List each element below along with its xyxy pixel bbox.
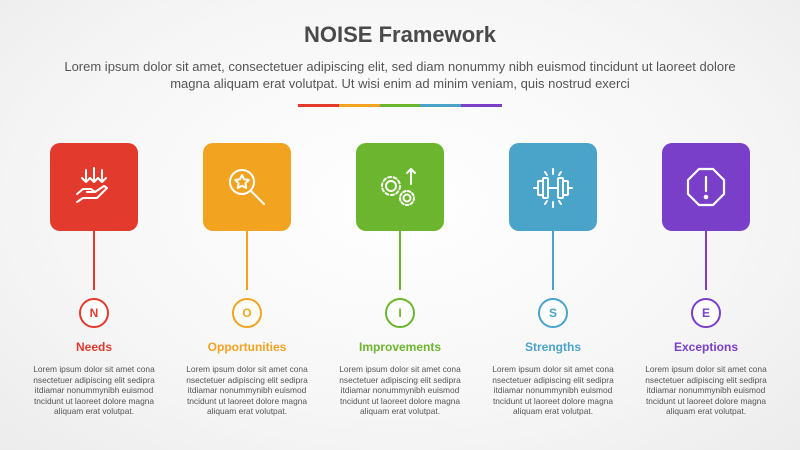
divider-segment-red (298, 104, 339, 107)
improvements-icon-box (356, 143, 444, 231)
page-title: NOISE Framework (304, 22, 496, 47)
exceptions-label: Exceptions (673, 340, 739, 354)
exceptions-letter-badge: E (691, 298, 721, 328)
strengths-connector (552, 231, 554, 290)
improvements-connector (399, 231, 401, 290)
divider-segment-purple (461, 104, 502, 107)
color-divider (298, 104, 502, 107)
needs-letter-badge: N (79, 298, 109, 328)
gears-arrow-up-icon (381, 168, 416, 206)
dumbbell-icon (533, 168, 573, 208)
opportunities-description: Lorem ipsum dolor sit amet cona nsectetu… (186, 364, 308, 417)
needs-description: Lorem ipsum dolor sit amet cona nsectetu… (33, 364, 155, 417)
needs-icon-box (50, 143, 138, 231)
page-subtitle: Lorem ipsum dolor sit amet, consectetuer… (64, 59, 736, 91)
exceptions-icon-box (662, 143, 750, 231)
strengths-label: Strengths (524, 340, 581, 354)
opportunities-label: Opportunities (207, 340, 287, 354)
strengths-icon-box (509, 143, 597, 231)
exceptions-description: Lorem ipsum dolor sit amet cona nsectetu… (645, 364, 767, 417)
opportunities-connector (246, 231, 248, 290)
strengths-description: Lorem ipsum dolor sit amet cona nsectetu… (492, 364, 614, 417)
divider-segment-orange (338, 104, 380, 107)
exclamation-octagon-icon (686, 167, 726, 207)
divider-segment-green (379, 104, 421, 107)
opportunities-letter-badge: O (232, 298, 262, 328)
divider-segment-blue (420, 104, 462, 107)
improvements-description: Lorem ipsum dolor sit amet cona nsectetu… (339, 364, 461, 417)
improvements-letter-badge: I (385, 298, 415, 328)
needs-connector (93, 231, 95, 290)
magnifier-star-icon (229, 169, 265, 205)
needs-label: Needs (75, 340, 113, 354)
hand-arrows-down-icon (76, 167, 108, 203)
improvements-label: Improvements (358, 340, 442, 354)
opportunities-icon-box (203, 143, 291, 231)
strengths-letter-badge: S (538, 298, 568, 328)
exceptions-connector (705, 231, 707, 290)
